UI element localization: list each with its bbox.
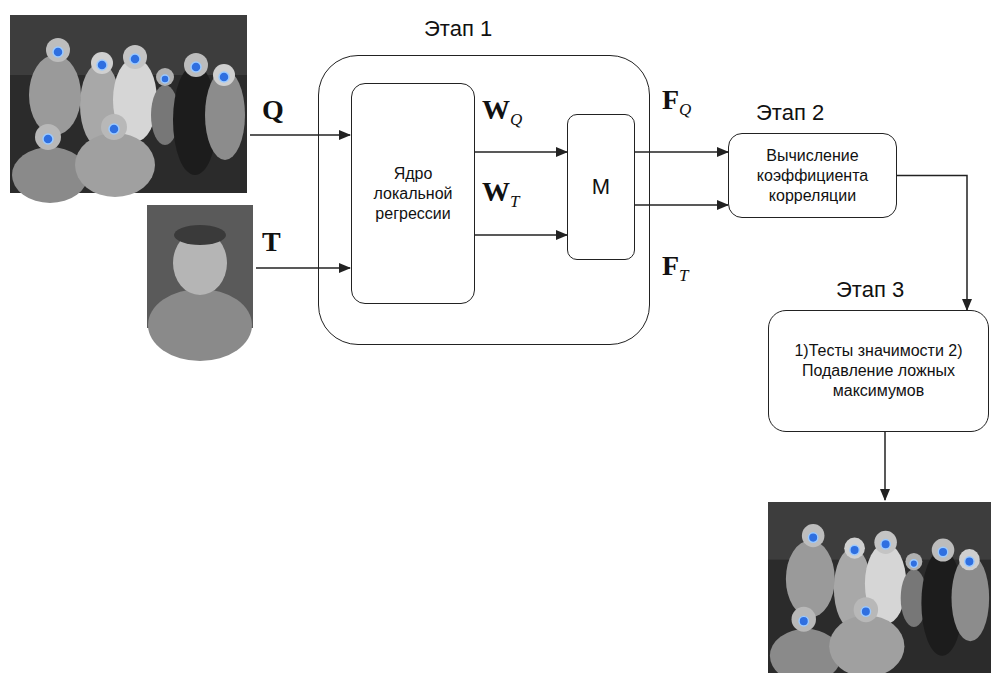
template-photo (147, 205, 253, 361)
result-photo (768, 502, 991, 673)
box-text: Ядро локальной регрессии (352, 160, 474, 228)
process-box: Этап 31)Тесты значимости 2) Подавление л… (768, 310, 989, 432)
edge-label: WQ (480, 96, 524, 128)
process-box: Этап 2Вычисление коэффициента корреляции (728, 133, 897, 218)
box-text: Вычисление коэффициента корреляции (729, 142, 896, 210)
box-text: M (584, 169, 618, 205)
flow-arrow (475, 234, 567, 236)
edge-label: WT (480, 178, 521, 210)
image-symbol: T (262, 228, 281, 256)
process-box: Ядро локальной регрессии (351, 83, 475, 304)
box-text: 1)Тесты значимости 2) Подавление ложных … (769, 337, 988, 405)
stage-heading: Этап 1 (424, 16, 492, 42)
flow-arrow (635, 151, 728, 153)
stage-heading: Этап 2 (756, 100, 824, 126)
edge-label: FQ (660, 86, 693, 118)
flow-arrow (897, 176, 967, 311)
flow-arrow (475, 151, 567, 153)
edge-label: FT (660, 252, 691, 284)
query-photo (10, 15, 247, 203)
image-symbol: Q (262, 96, 284, 124)
stage-heading: Этап 3 (836, 277, 904, 303)
process-box: M (567, 114, 635, 260)
flow-arrow (635, 204, 728, 206)
